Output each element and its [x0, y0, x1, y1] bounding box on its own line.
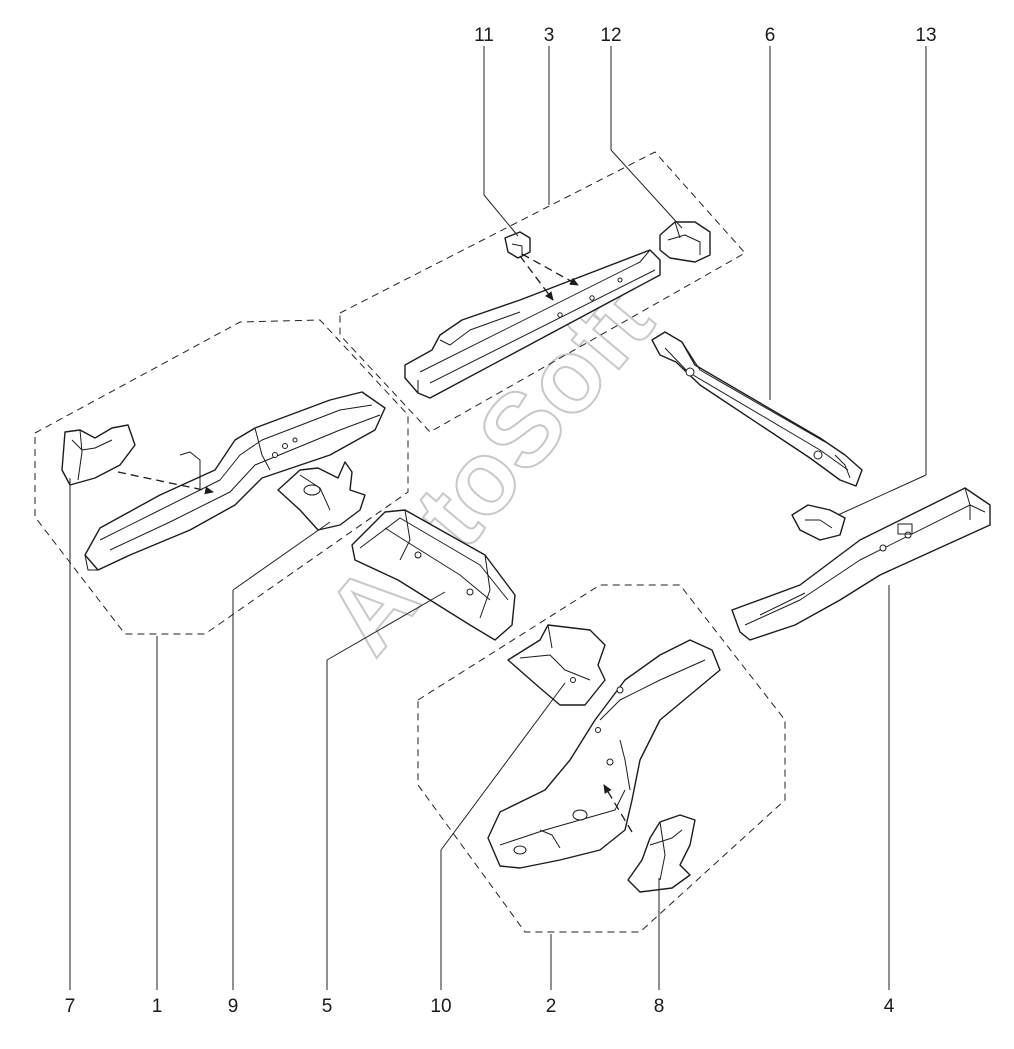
callout-6: 6: [765, 25, 776, 46]
callout-8: 8: [654, 996, 665, 1017]
callout-2: 2: [546, 996, 557, 1017]
part-1-front-rail: [84, 391, 386, 571]
assembly-arrow-7: [117, 471, 214, 495]
callout-13: 13: [915, 25, 936, 46]
callout-4: 4: [884, 996, 895, 1017]
callout-11: 11: [474, 25, 494, 46]
part-12-bracket: [659, 221, 711, 263]
callout-10: 10: [430, 996, 451, 1017]
leader-lines: [69, 46, 927, 990]
part-13-bracket: [791, 504, 846, 541]
callout-9: 9: [228, 996, 239, 1017]
part-2-front-rail: [487, 639, 721, 869]
part-11-bracket: [504, 231, 531, 259]
part-5-floor-channel: [351, 509, 516, 641]
callout-5: 5: [322, 996, 333, 1017]
group-boundaries: [34, 151, 786, 933]
part-10-bracket: [507, 624, 606, 706]
part-3-rail: [404, 249, 661, 399]
part-8-bracket: [627, 814, 696, 893]
callout-numbers: 11 3 12 6 13 7 1 9 5 10 2 8 4: [65, 25, 937, 1017]
group-boundary-3: [339, 151, 746, 433]
callout-12: 12: [600, 25, 621, 46]
part-4-long-rail: [731, 487, 991, 641]
group-boundary-2: [417, 584, 786, 933]
assembly-arrow-8: [603, 784, 633, 833]
assembly-arrows-11: [519, 253, 579, 301]
group-boundary-1: [34, 319, 409, 635]
callout-3: 3: [544, 25, 555, 46]
part-9-bracket: [277, 461, 366, 531]
part-7-bracket: [61, 424, 136, 486]
callout-1: 1: [152, 996, 163, 1017]
callout-7: 7: [65, 996, 76, 1017]
part-6-cross-member: [651, 331, 863, 487]
